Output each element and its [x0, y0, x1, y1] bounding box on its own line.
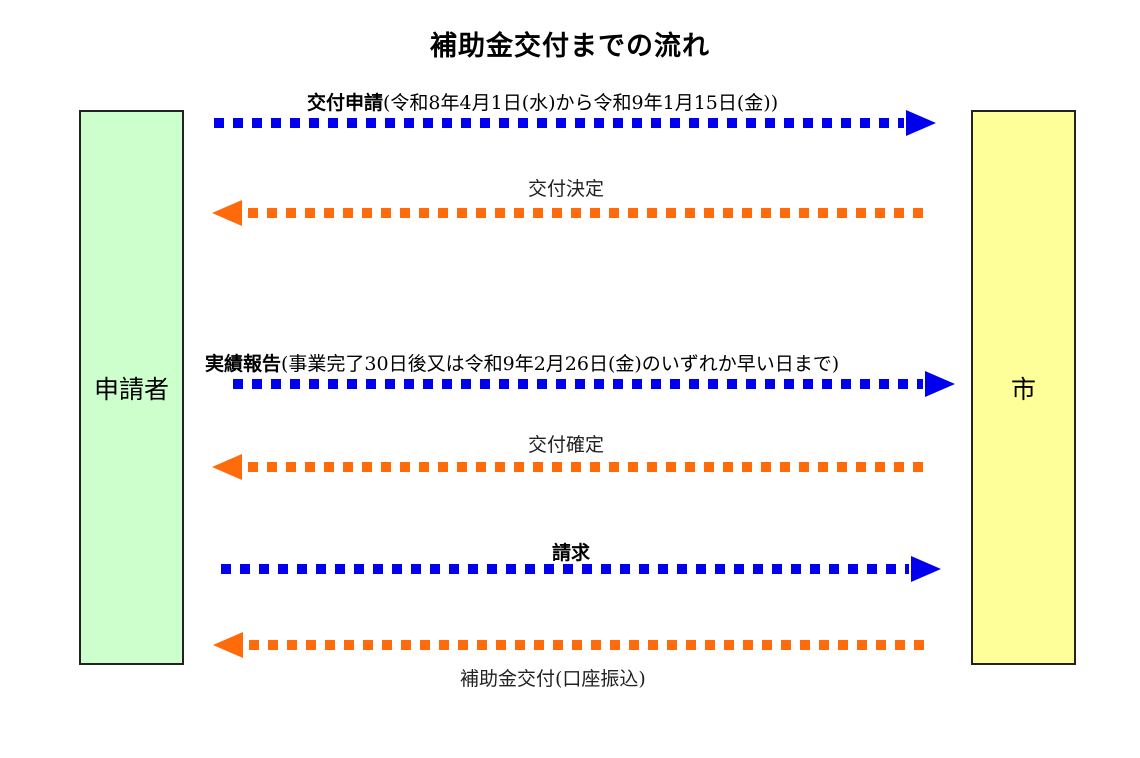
arrow-report: [233, 371, 955, 397]
step-report-label: 実績報告(事業完了30日後又は令和9年2月26日(金)のいずれか早い日まで): [205, 349, 839, 376]
step-application-label: 交付申請(令和8年4月1日(水)から令和9年1月15日(金)): [307, 88, 778, 115]
city-box: 市: [971, 110, 1076, 665]
dotted-line: [248, 462, 930, 472]
arrow-right-icon: [906, 110, 936, 136]
step-confirm-label: 交付確定: [528, 434, 605, 456]
dotted-line: [248, 208, 930, 218]
arrow-payment: [213, 632, 930, 658]
arrow-decision: [212, 200, 930, 226]
diagram-title: 補助金交付までの流れ: [430, 31, 710, 62]
city-label: 市: [1010, 374, 1036, 404]
step-application-title: 交付申請: [307, 92, 384, 114]
dotted-line: [214, 118, 904, 128]
arrow-right-icon: [911, 556, 941, 582]
arrow-application: [214, 110, 936, 136]
arrow-left-icon: [212, 454, 242, 480]
dotted-line: [233, 379, 923, 389]
applicant-box: 申請者: [79, 110, 184, 665]
dotted-line: [221, 564, 909, 574]
step-payment-label: 補助金交付(口座振込): [460, 668, 646, 690]
step-application-period: (令和8年4月1日(水)から令和9年1月15日(金)): [383, 92, 779, 114]
arrow-left-icon: [212, 200, 242, 226]
arrow-right-icon: [925, 371, 955, 397]
arrow-confirm: [212, 454, 930, 480]
arrow-left-icon: [213, 632, 243, 658]
step-decision-label: 交付決定: [528, 178, 605, 200]
step-claim-label: 請求: [552, 538, 590, 565]
applicant-label: 申請者: [93, 374, 169, 404]
arrow-claim: [221, 556, 941, 582]
step-claim-title: 請求: [552, 542, 591, 564]
step-report-title: 実績報告: [205, 353, 282, 375]
step-report-deadline: (事業完了30日後又は令和9年2月26日(金)のいずれか早い日まで): [281, 353, 840, 375]
dotted-line: [249, 640, 930, 650]
